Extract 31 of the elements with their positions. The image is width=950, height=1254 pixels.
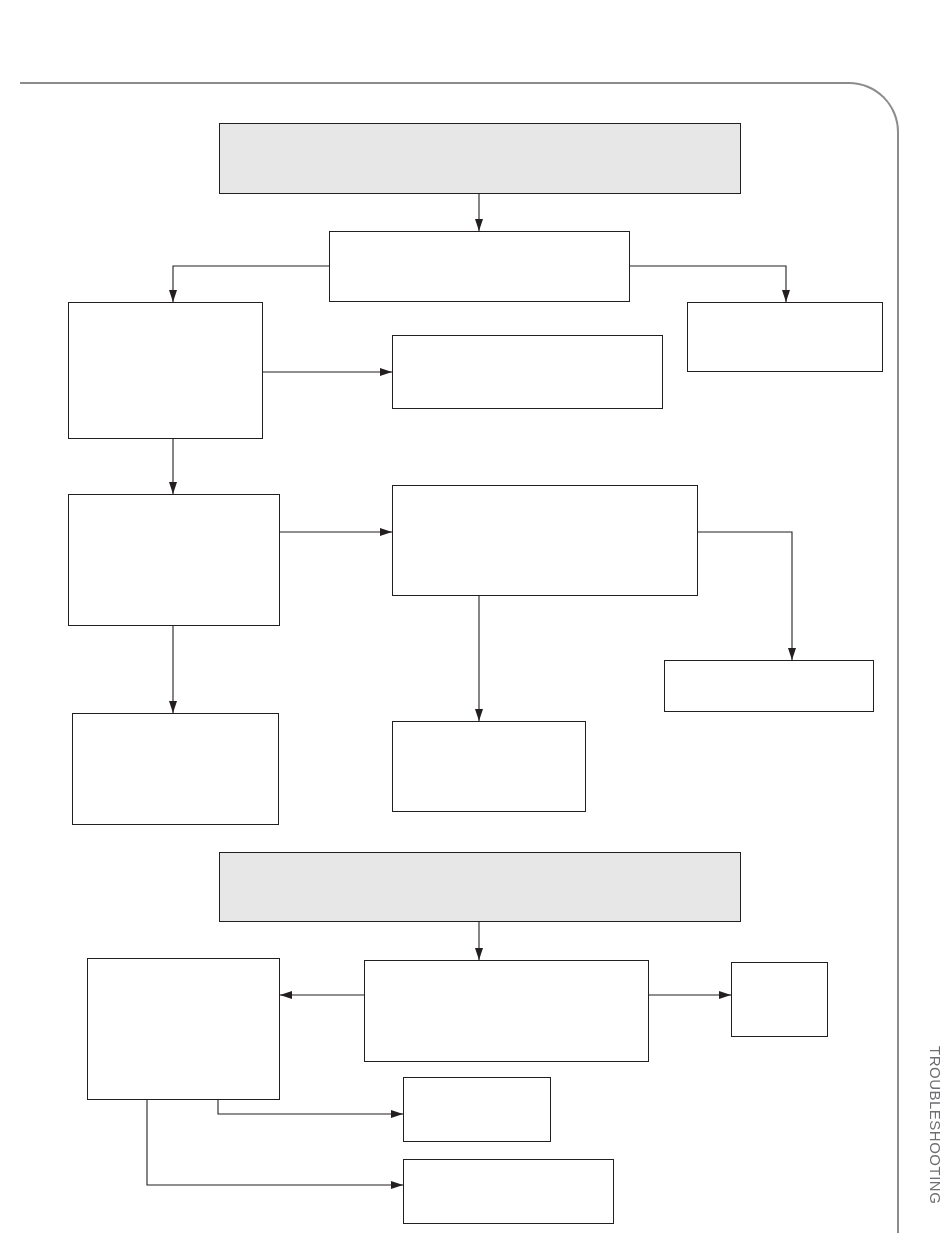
arrow xyxy=(697,531,796,661)
process-box xyxy=(687,302,883,372)
arrow xyxy=(629,265,790,303)
arrow xyxy=(648,991,732,999)
process-box xyxy=(403,1077,551,1142)
process-box xyxy=(392,721,586,812)
process-box xyxy=(392,335,663,409)
arrow xyxy=(217,1099,404,1118)
arrow xyxy=(279,991,365,999)
header-box xyxy=(219,123,741,194)
arrow xyxy=(146,1099,404,1189)
process-box xyxy=(731,962,828,1037)
arrow xyxy=(279,528,393,536)
process-box xyxy=(392,485,698,596)
process-box xyxy=(329,231,630,302)
process-box xyxy=(68,494,280,626)
section-tab-label: TROUBLESHOOTING xyxy=(928,1046,943,1205)
arrow xyxy=(169,265,330,303)
arrow xyxy=(475,921,483,961)
arrow xyxy=(262,368,393,376)
process-box xyxy=(87,958,280,1100)
header-box xyxy=(219,852,741,922)
process-box xyxy=(68,302,263,439)
process-box xyxy=(364,960,649,1062)
arrow xyxy=(169,625,177,714)
arrow xyxy=(475,193,483,232)
arrow xyxy=(169,438,177,495)
arrow xyxy=(475,595,483,722)
process-box xyxy=(403,1159,614,1224)
process-box xyxy=(664,660,874,712)
process-box xyxy=(72,713,279,825)
